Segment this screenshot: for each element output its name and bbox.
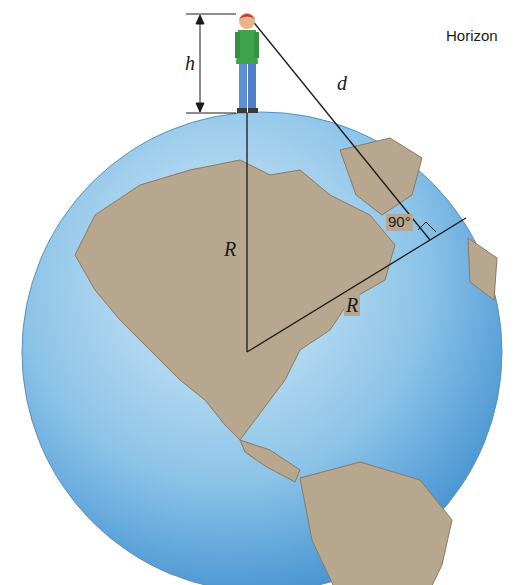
distance-label: d [335,72,349,94]
continents [75,138,497,585]
horizon-label: Horizon [444,28,500,45]
radius-label: R [222,238,238,260]
dimension-label: h [183,52,197,74]
person-figure [235,13,259,113]
geometry-lines [247,14,466,352]
angle-label: 90° [386,214,413,231]
radius-label: R [344,294,360,316]
